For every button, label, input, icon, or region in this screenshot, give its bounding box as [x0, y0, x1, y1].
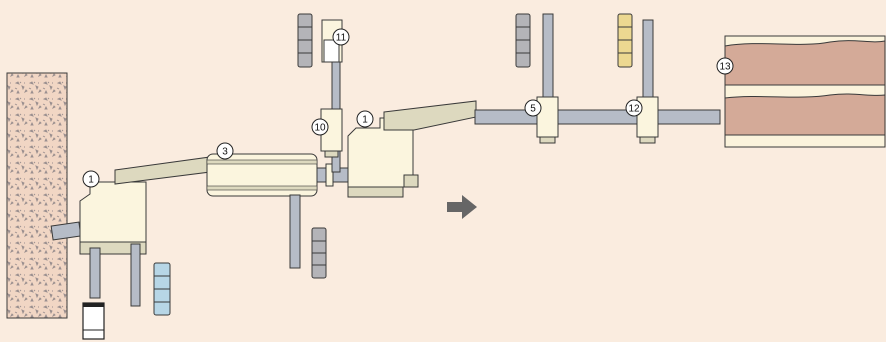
flow-direction-arrow	[447, 195, 477, 219]
svg-text:1: 1	[88, 175, 94, 186]
label-13: 13	[716, 57, 734, 75]
station-unit-5	[536, 96, 559, 144]
ore-deposit	[6, 72, 68, 319]
label-12: 12	[625, 99, 643, 117]
svg-text:5: 5	[530, 104, 536, 115]
label-11: 11	[332, 28, 350, 46]
bin-gray-top-right	[515, 13, 531, 68]
svg-text:11: 11	[336, 33, 347, 44]
label-1-left: 1	[82, 170, 100, 188]
conveyor-1-to-3	[114, 156, 211, 185]
svg-text:12: 12	[628, 104, 640, 115]
crusher-unit-left	[79, 181, 147, 255]
bin-gold	[617, 13, 633, 68]
waste-container	[82, 302, 105, 340]
discharge-pipe-a	[89, 247, 101, 299]
product-storage-13	[724, 35, 886, 148]
label-5: 5	[524, 99, 542, 117]
drum-drain-pipe	[289, 194, 301, 269]
crusher-unit-right	[347, 117, 419, 198]
label-3: 3	[216, 142, 234, 160]
svg-text:13: 13	[719, 62, 731, 73]
discharge-pipe-b	[130, 243, 141, 307]
conveyor-unit-to-line	[383, 100, 477, 131]
svg-text:10: 10	[314, 123, 326, 134]
label-10: 10	[311, 118, 329, 136]
bin-gray-top-left	[297, 13, 313, 68]
bin-gray-middle	[311, 227, 327, 279]
main-transfer-line	[474, 109, 721, 125]
label-1-right: 1	[356, 110, 374, 128]
bin-blue	[153, 262, 171, 316]
rotary-drum-3	[206, 153, 318, 197]
svg-text:3: 3	[222, 147, 228, 158]
svg-text:1: 1	[362, 115, 368, 126]
